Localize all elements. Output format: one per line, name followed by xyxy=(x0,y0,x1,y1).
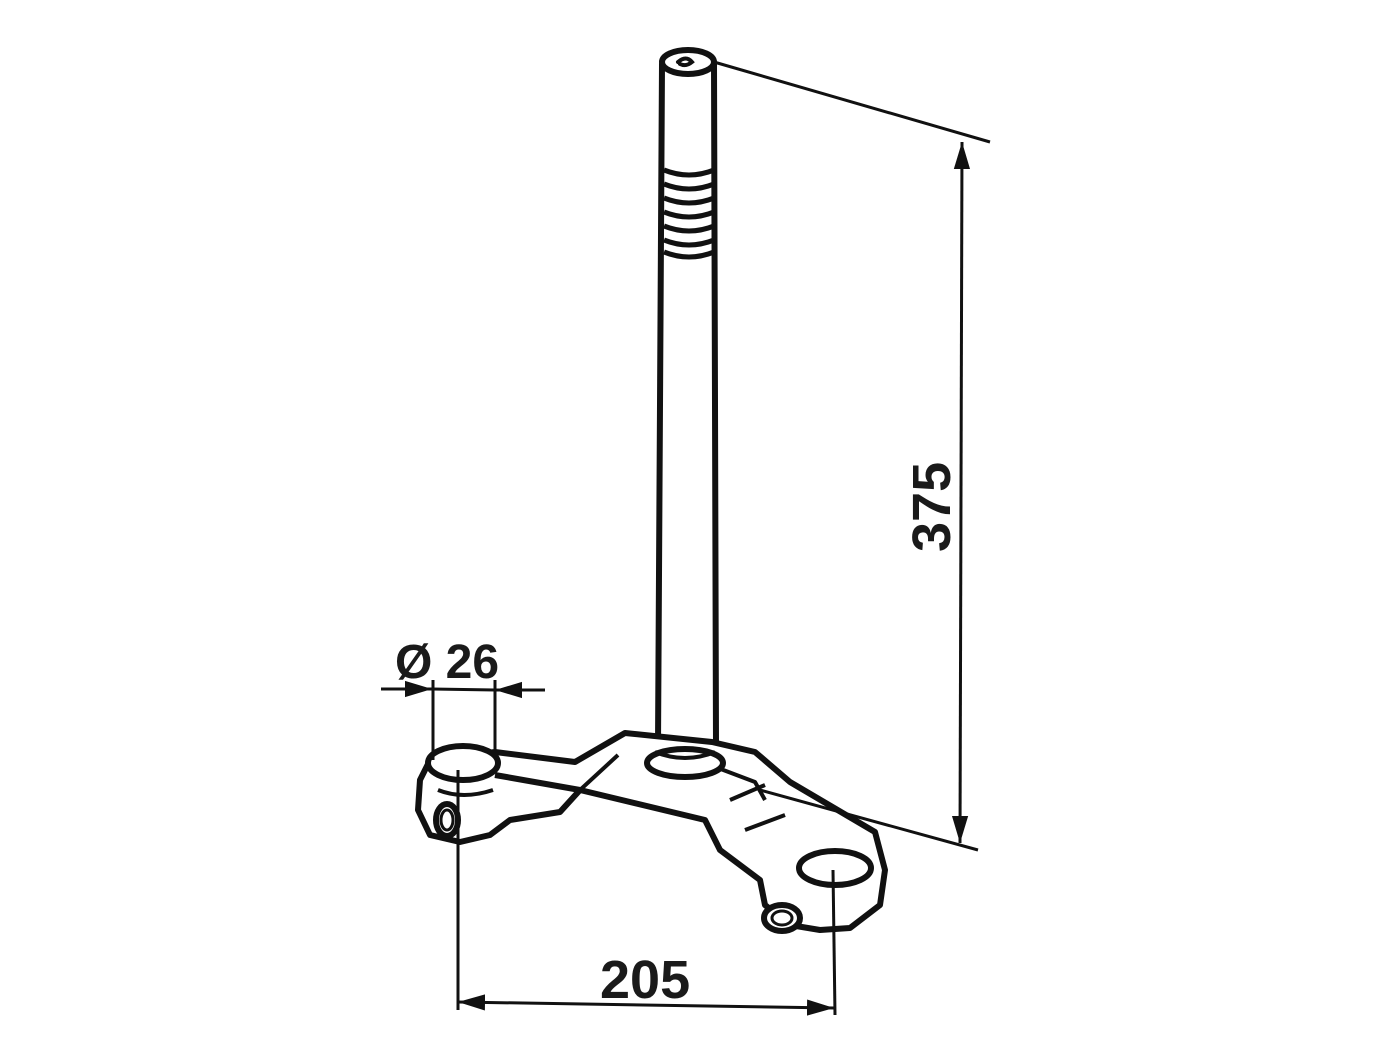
stem-thread-icon xyxy=(663,167,715,260)
dimension-label-375: 375 xyxy=(902,462,962,552)
triple-clamp xyxy=(415,730,888,934)
dimension-stem-length xyxy=(713,60,991,852)
dimension-fork-spacing xyxy=(456,770,837,1016)
dimension-label-diameter: Ø 26 xyxy=(395,636,499,689)
dimension-label-205: 205 xyxy=(600,950,690,1010)
steering-stem xyxy=(655,47,719,748)
dimension-fork-diameter xyxy=(381,680,545,760)
